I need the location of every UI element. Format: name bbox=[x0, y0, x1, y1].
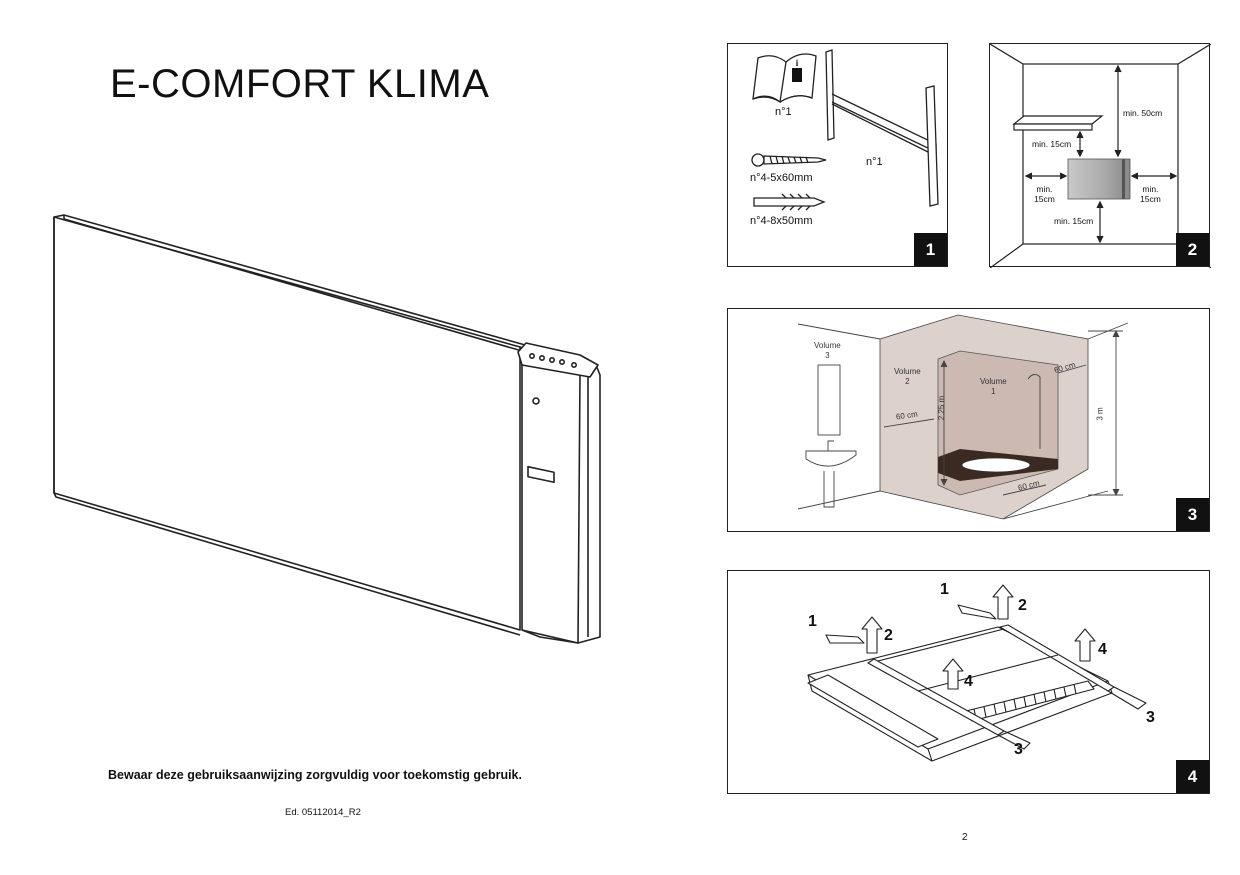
step-4-right: 4 bbox=[1098, 641, 1107, 658]
right-clearance-line2: 15cm bbox=[1140, 194, 1161, 204]
step-3-right: 3 bbox=[1146, 709, 1155, 726]
figure-3-bathroom-volumes: Volume 3 Volume 2 Volume 1 60 cm 60 cm 6… bbox=[727, 308, 1210, 532]
left-clearance-line2: 15cm bbox=[1034, 194, 1055, 204]
left-clearance-line1: min. bbox=[1036, 184, 1053, 194]
shelf-clearance-label: min. 15cm bbox=[1032, 139, 1072, 149]
document-title: E-COMFORT KLIMA bbox=[110, 62, 490, 106]
heater-icon bbox=[1067, 158, 1131, 200]
step-3-bottom: 3 bbox=[1014, 741, 1023, 758]
plug-label: n°4-8x50mm bbox=[750, 215, 813, 227]
heater-illustration bbox=[53, 214, 601, 644]
dim-3m: 3 m bbox=[1095, 407, 1105, 421]
volume-1-line2: 1 bbox=[991, 387, 996, 396]
dim-2-25m: 2.25 m bbox=[937, 395, 947, 421]
right-clearance-line1: min. bbox=[1142, 184, 1159, 194]
right-clearance-label: min. 15cm bbox=[1140, 184, 1161, 204]
figure-2-clearances: min. 50cm min. 15cm min. 15cm min. 15cm … bbox=[989, 43, 1211, 268]
step-2-top: 2 bbox=[1018, 597, 1027, 614]
figure-1-kit-contents: i n°1 n°1 n°4-5x60mm n°4-8x50mm 1 bbox=[727, 43, 948, 267]
step-1-top: 1 bbox=[940, 581, 949, 598]
svg-text:i: i bbox=[796, 58, 799, 68]
volume-3-label: Volume 3 bbox=[814, 341, 841, 361]
floor-clearance-label: min. 15cm bbox=[1054, 216, 1094, 226]
figure-number: 2 bbox=[1176, 233, 1209, 266]
volume-1-label: Volume 1 bbox=[980, 377, 1007, 397]
left-clearance-label: min. 15cm bbox=[1034, 184, 1055, 204]
volume-2-label: Volume 2 bbox=[894, 367, 921, 387]
step-2-left: 2 bbox=[884, 627, 893, 644]
bracket-qty: n°1 bbox=[866, 156, 883, 168]
figure-number: 3 bbox=[1176, 498, 1209, 531]
storage-notice: Bewaar deze gebruiksaanwijzing zorgvuldi… bbox=[108, 768, 522, 782]
info-icon bbox=[792, 68, 802, 82]
volume-3-line1: Volume bbox=[814, 341, 841, 350]
figure-number: 4 bbox=[1176, 760, 1209, 793]
volume-1-line1: Volume bbox=[980, 377, 1007, 386]
step-4-center: 4 bbox=[964, 673, 973, 690]
manual-qty: n°1 bbox=[775, 106, 792, 118]
volume-2-line1: Volume bbox=[894, 367, 921, 376]
top-clearance-label: min. 50cm bbox=[1123, 108, 1163, 118]
step-1-left: 1 bbox=[808, 613, 817, 630]
edition-label: Ed. 05112014_R2 bbox=[285, 807, 361, 818]
bracket-mounting-drawing bbox=[807, 584, 1147, 762]
volume-2-line2: 2 bbox=[905, 377, 910, 386]
volume-3-line2: 3 bbox=[825, 351, 830, 360]
kit-contents-drawing: i bbox=[751, 49, 939, 211]
figure-number: 1 bbox=[914, 233, 947, 266]
page-number: 2 bbox=[962, 832, 968, 843]
screw-label: n°4-5x60mm bbox=[750, 172, 813, 184]
bathroom-volumes-drawing bbox=[797, 314, 1129, 520]
figure-4-bracket-mounting: 1 2 1 2 4 4 3 3 4 bbox=[727, 570, 1210, 794]
